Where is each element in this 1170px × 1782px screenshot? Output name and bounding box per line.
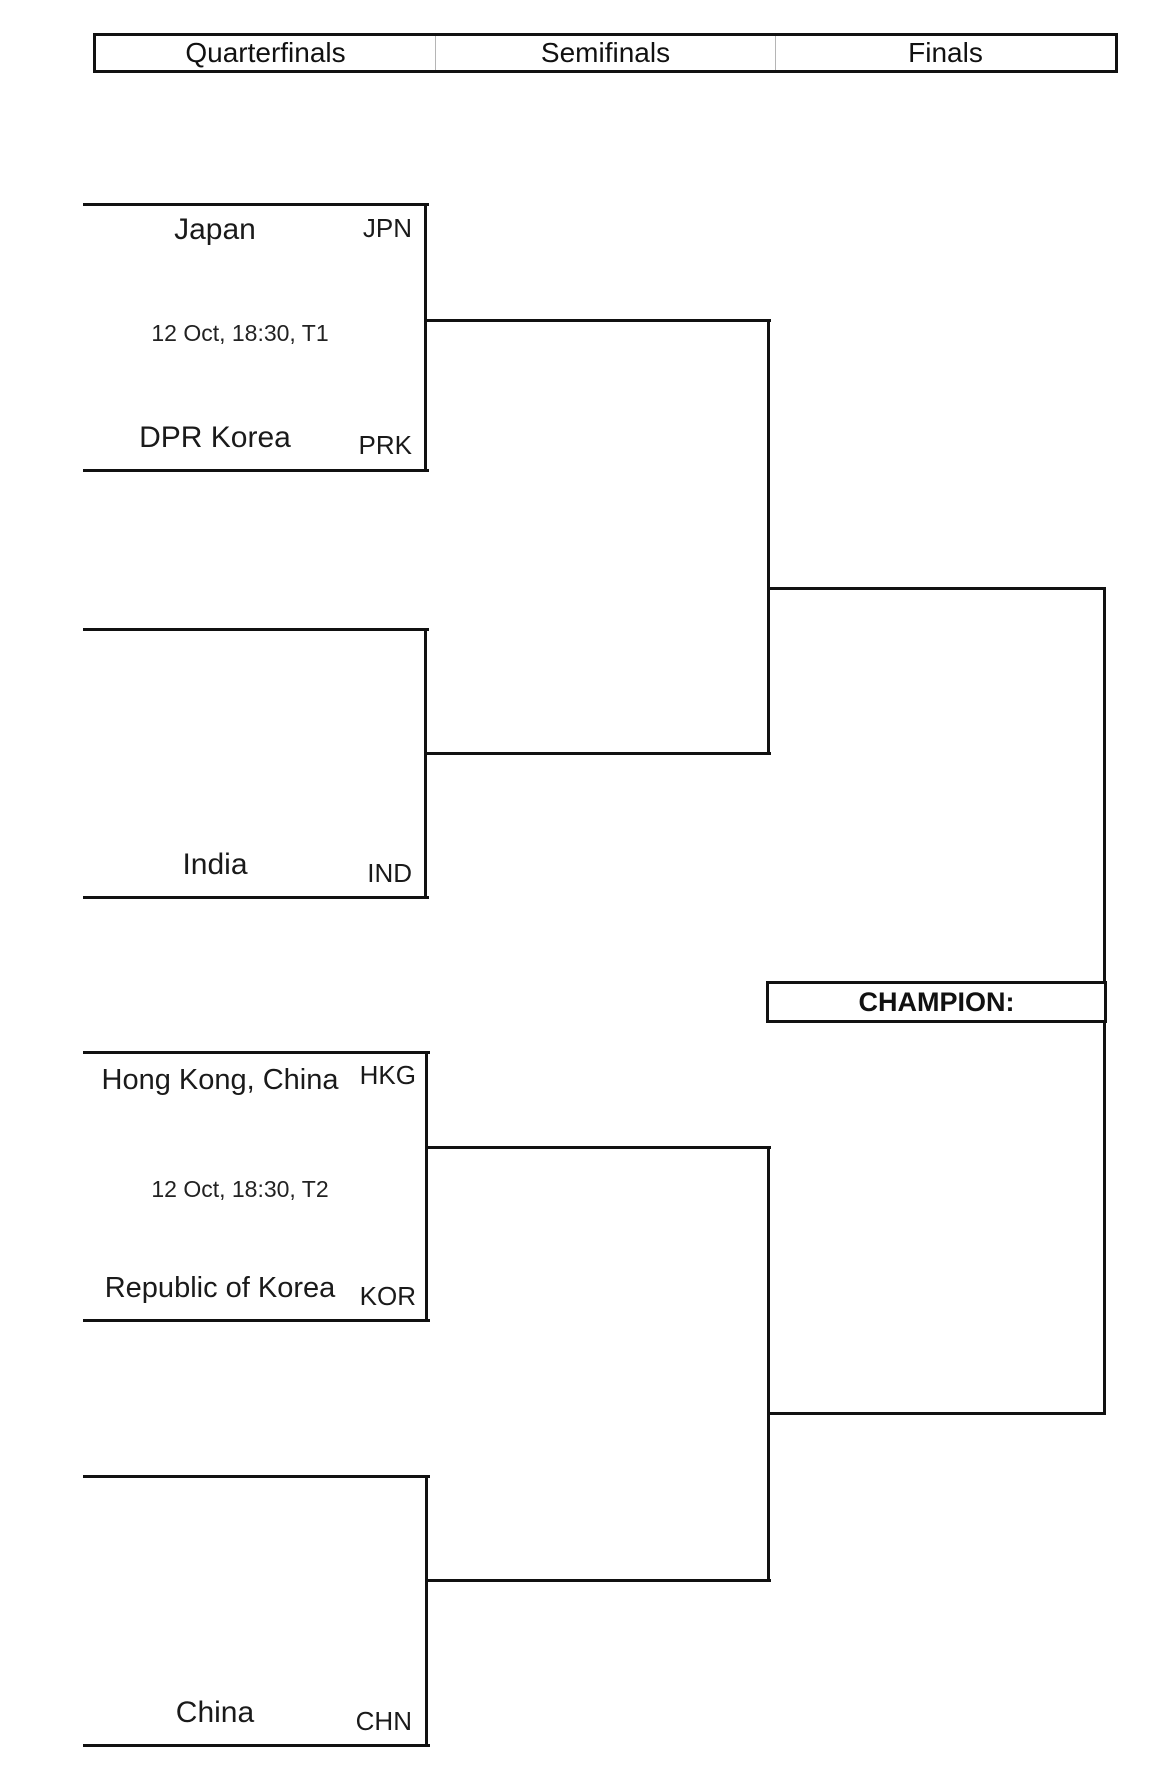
qf2-winner-line xyxy=(424,752,771,755)
qf2-top-line xyxy=(83,628,429,631)
header-cell-finals: Finals xyxy=(775,36,1115,70)
qf1-bottom-line xyxy=(83,469,429,472)
sf2-connector-line xyxy=(767,1146,770,1582)
qf1-bottom-team-label: DPR Korea xyxy=(139,421,291,454)
qf2-connector-line xyxy=(424,628,427,899)
qf3-schedule-label: 12 Oct, 18:30, T2 xyxy=(151,1176,329,1202)
qf3-top-line xyxy=(83,1051,430,1054)
qf4-winner-line xyxy=(425,1579,771,1582)
qf3-bottom-line xyxy=(83,1319,430,1322)
qf3-top-code-label: HKG xyxy=(359,1060,416,1090)
sf1-winner-line xyxy=(767,587,1106,590)
qf3-bottom-team-label: Republic of Korea xyxy=(104,1272,336,1304)
qf1-top-team-label: Japan xyxy=(174,213,256,246)
qf1-connector-line xyxy=(424,203,427,472)
qf4-connector-line xyxy=(425,1475,428,1747)
qf2-bottom-code-label: IND xyxy=(367,858,412,888)
round-header: Quarterfinals Semifinals Finals xyxy=(93,33,1118,73)
header-cell-quarterfinals: Quarterfinals xyxy=(185,37,346,68)
qf2-bottom-line xyxy=(83,896,429,899)
qf4-bottom-code-label: CHN xyxy=(355,1706,412,1736)
qf3-top-team-label: Hong Kong, China xyxy=(101,1064,339,1096)
qf3-connector-line xyxy=(425,1051,428,1322)
qf1-top-line xyxy=(83,203,429,206)
qf2-bottom-team-label: India xyxy=(182,848,248,881)
qf1-schedule-label: 12 Oct, 18:30, T1 xyxy=(151,320,329,346)
qf3-bottom-code-label: KOR xyxy=(359,1281,416,1311)
champion-label: CHAMPION: xyxy=(858,986,1015,1017)
qf4-top-line xyxy=(83,1475,430,1478)
sf2-winner-line xyxy=(767,1412,1106,1415)
qf1-bottom-code-label: PRK xyxy=(358,430,412,460)
header-cell-semifinals: Semifinals xyxy=(435,36,775,70)
qf4-bottom-line xyxy=(83,1744,430,1747)
sf1-connector-line xyxy=(767,319,770,755)
qf3-winner-line xyxy=(425,1146,771,1149)
qf1-winner-line xyxy=(424,319,771,322)
champion-box: CHAMPION: xyxy=(766,981,1107,1023)
qf1-top-code-label: JPN xyxy=(362,213,412,243)
qf4-bottom-team-label: China xyxy=(175,1696,255,1729)
